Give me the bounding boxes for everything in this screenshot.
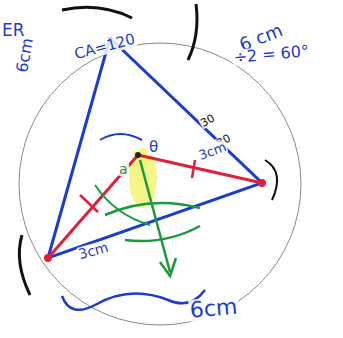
annotation-label: ÷2 = 60°: [232, 43, 311, 66]
construction-arc: [95, 185, 150, 225]
compass-arc: [19, 235, 30, 295]
compass-arc: [188, 4, 197, 60]
compass-arc: [62, 7, 132, 18]
compass-arc: [265, 160, 277, 200]
annotation-label: 3cm: [196, 140, 229, 163]
vertex-dot: [44, 254, 52, 262]
centre-dot: [135, 152, 141, 158]
annotation-label: 6cm: [188, 296, 239, 322]
annotation-label: 30: [198, 112, 217, 130]
bisector-line: [140, 160, 170, 272]
annotation-label: 3cm: [76, 240, 111, 262]
triangle: [48, 38, 262, 258]
tick-mark: [80, 195, 98, 212]
vertex-dot: [258, 179, 266, 187]
angle-arc: [100, 134, 142, 140]
arrow-head: [160, 258, 176, 276]
annotation-label: a: [118, 162, 129, 176]
annotation-label: θ: [148, 140, 159, 155]
tick-mark: [192, 160, 195, 178]
brace: [62, 290, 205, 310]
construction-arc: [125, 226, 200, 241]
annotation-label: 6cm: [14, 36, 36, 75]
